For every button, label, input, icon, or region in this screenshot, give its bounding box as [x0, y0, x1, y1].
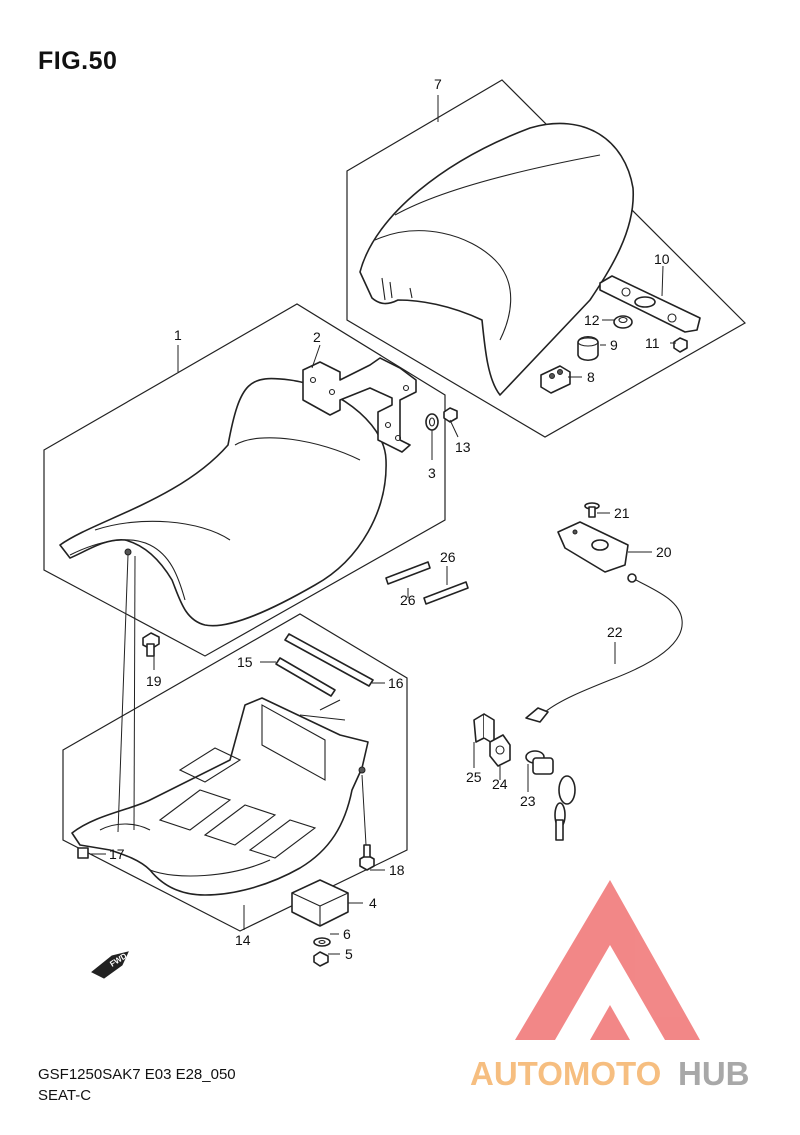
lock-set-part-23 — [525, 750, 576, 841]
callout-2: 2 — [313, 329, 321, 345]
rubber-part-3 — [425, 413, 439, 431]
callout-11: 11 — [645, 335, 660, 351]
callout-20: 20 — [656, 544, 672, 560]
callout-12: 12 — [584, 312, 600, 328]
tape-part-17 — [77, 847, 89, 859]
seat-lock-cable-part-22 — [525, 573, 683, 723]
callout-13: 13 — [455, 439, 471, 455]
front-seat-group-box — [43, 303, 446, 657]
callout-8: 8 — [587, 369, 595, 385]
leader-lines — [90, 95, 676, 955]
figure-title: FIG.50 — [38, 47, 118, 75]
forward-arrow-icon: FWD — [91, 951, 129, 979]
callout-17: 17 — [109, 846, 125, 862]
washer-part-6 — [313, 937, 331, 947]
rear-seat-plate-part-10 — [599, 275, 701, 333]
callout-14: 14 — [235, 932, 251, 948]
callout-10: 10 — [654, 251, 670, 267]
strip-part-16 — [284, 633, 374, 687]
seat-base-part-14 — [71, 697, 369, 896]
callout-9: 9 — [610, 337, 618, 353]
callout-25: 25 — [466, 769, 482, 785]
callout-15: 15 — [237, 654, 253, 670]
section-name: SEAT-C — [38, 1087, 92, 1104]
callout-numbers: 7 1 2 3 13 10 12 9 11 8 19 15 16 17 18 1… — [109, 76, 672, 962]
nut-part-11 — [673, 337, 688, 353]
callout-22: 22 — [607, 624, 623, 640]
figure-code: GSF1250SAK7 E03 E28_050 — [38, 1066, 236, 1083]
callout-21: 21 — [614, 505, 630, 521]
bracket-part-25 — [473, 713, 495, 745]
logo-triangle-mark — [515, 880, 700, 1040]
tape-part-26a — [385, 561, 431, 585]
callout-23: 23 — [520, 793, 536, 809]
bolt-part-18 — [359, 844, 375, 871]
bolt-part-5 — [313, 951, 329, 967]
callout-7: 7 — [434, 76, 442, 92]
logo-text-automoto: AUTOMOTO — [470, 1055, 661, 1092]
seat-base-group-box — [62, 613, 408, 932]
bracket-part-2 — [302, 357, 417, 453]
grommet-part-12 — [613, 315, 633, 329]
screw-part-21 — [584, 502, 600, 518]
cushion-part-9 — [577, 335, 599, 362]
rear-seat-group-box — [346, 79, 746, 438]
retainer-part-24 — [489, 734, 511, 767]
callout-4: 4 — [369, 895, 377, 911]
nut-part-13 — [443, 407, 458, 423]
callout-26b: 26 — [400, 592, 416, 608]
bolt-part-19 — [142, 632, 160, 657]
strip-part-15 — [275, 657, 336, 697]
callout-3: 3 — [428, 465, 436, 481]
callout-19: 19 — [146, 673, 162, 689]
callout-24: 24 — [492, 776, 508, 792]
rear-seat-part-7 — [359, 122, 634, 396]
automotohub-logo: AUTOMOTO HUB — [470, 880, 750, 1092]
callout-18: 18 — [389, 862, 405, 878]
lock-holder-part-20 — [557, 521, 629, 573]
callout-16: 16 — [388, 675, 404, 691]
tool-case-part-4 — [291, 879, 349, 927]
callout-6: 6 — [343, 926, 351, 942]
logo-text-hub: HUB — [678, 1055, 750, 1092]
front-seat-part-1 — [59, 377, 387, 627]
callout-5: 5 — [345, 946, 353, 962]
tape-part-26b — [423, 581, 469, 605]
callout-26a: 26 — [440, 549, 456, 565]
bracket-part-8 — [540, 365, 571, 394]
callout-1: 1 — [174, 327, 182, 343]
